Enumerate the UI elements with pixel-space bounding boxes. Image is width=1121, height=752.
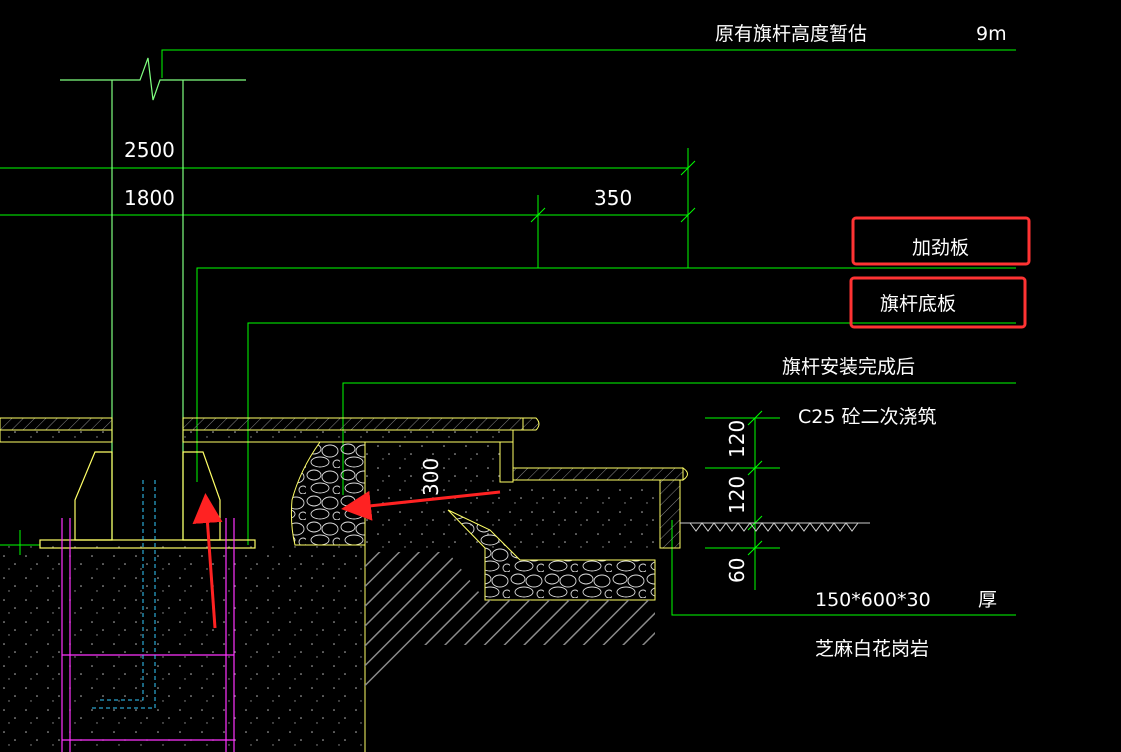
highlight-box-base-plate	[849, 276, 1027, 329]
paving-layer	[0, 417, 688, 549]
label-concrete: C25 砼二次浇筑	[798, 406, 936, 428]
red-arrow-stone	[341, 490, 501, 521]
dim-120-lower: 120	[725, 476, 749, 514]
anchor-bolts	[92, 480, 156, 709]
dim-60: 60	[725, 558, 749, 583]
stiffener-plates	[74, 451, 221, 541]
label-after-install: 旗杆安装完成后	[782, 356, 915, 378]
highlight-box-stiffener	[851, 216, 1031, 266]
concrete-foundation	[0, 442, 660, 752]
dim-2500: 2500	[124, 138, 175, 162]
ground-line	[680, 522, 870, 532]
label-flagpole-height: 原有旗杆高度暂估	[715, 23, 867, 45]
rebar-cage	[61, 518, 235, 752]
label-stiffener: 加劲板	[912, 237, 969, 259]
red-arrow-stiffener	[192, 493, 223, 629]
label-flagpole-height-value: 9m	[976, 23, 1007, 45]
dim-120-upper: 120	[725, 420, 749, 458]
base-plate	[39, 539, 256, 549]
label-granite-size: 150*600*30	[815, 589, 931, 611]
soil-hatch	[365, 552, 655, 700]
label-thick: 厚	[978, 589, 997, 611]
dim-300: 300	[419, 458, 443, 496]
label-base-plate: 旗杆底板	[880, 293, 956, 315]
label-granite-name: 芝麻白花岗岩	[815, 638, 929, 660]
dim-1800: 1800	[124, 186, 175, 210]
dim-350: 350	[594, 186, 632, 210]
